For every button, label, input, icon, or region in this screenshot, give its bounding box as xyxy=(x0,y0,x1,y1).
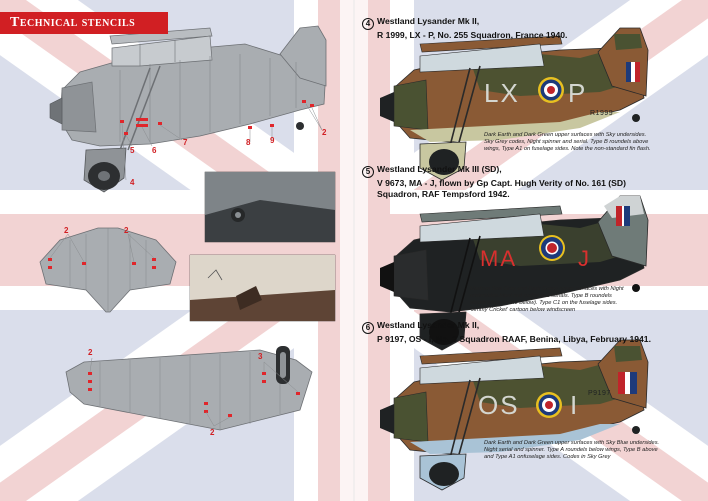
profile-number-badge: 4 xyxy=(362,18,374,30)
profile-title-line: V 9673, MA - J, flown by Gp Capt. Hugh V… xyxy=(377,178,626,188)
profile-6-note: Dark Earth and Dark Green upper surfaces… xyxy=(484,440,659,461)
profile-4-code-left: LX xyxy=(484,78,520,108)
stencil-number-label: 9 xyxy=(270,136,275,145)
stencil-number-label: 2 xyxy=(88,348,93,357)
profile-6-code-left: OS xyxy=(478,390,520,420)
note-line: undersides.Ident red codes and serials. … xyxy=(470,292,612,299)
profile-title-line: Westland Lysander Mk II, xyxy=(377,16,480,26)
profile-4-code-right: P xyxy=(568,78,588,108)
profile-5-note: Medium Sea Grey and Dark Green upper sur… xyxy=(470,286,624,314)
profile-4-note: Dark Earth and Dark Green upper surfaces… xyxy=(484,132,651,153)
note-line: above wings (none below). Type C1 on the… xyxy=(470,299,618,306)
profile-6-serial: P9197 xyxy=(588,390,611,397)
stencil-number-label: 2 xyxy=(64,226,69,235)
note-line: and Type A1 onfuselage sides. Codes in S… xyxy=(484,453,611,460)
profile-title-line: Squadron, RAF Tempsford 1942. xyxy=(377,188,510,199)
profile-title-line: Westland Lysander Mk II, xyxy=(377,320,480,330)
note-line: Medium Sea Grey and Dark Green upper sur… xyxy=(470,286,624,292)
profile-number-badge: 5 xyxy=(362,166,374,178)
profile-5-aircraft xyxy=(380,195,649,351)
profile-5-code-right: J xyxy=(578,246,591,271)
note-line: 'Jimmy Cricket' cartoon below windscreen xyxy=(470,306,576,313)
detail-photo-1 xyxy=(204,171,336,243)
stencil-number-label: 6 xyxy=(152,146,157,155)
stencil-number-label: 8 xyxy=(246,138,251,147)
profile-title-line: Westland Lysander Mk III (SD), xyxy=(377,164,502,174)
note-line: Night serial and spinner. Type A roundel… xyxy=(484,446,658,453)
detail-photo-2 xyxy=(189,254,336,322)
profile-title-line: P 9197, OS - I, No. 3 Squadron RAAF, Ben… xyxy=(377,334,651,344)
stencil-number-label: 2 xyxy=(322,128,327,137)
profile-6-code-right: I xyxy=(570,390,580,420)
profile-4-serial: R1999 xyxy=(590,110,614,117)
profile-title-line: R 1999, LX - P, No. 255 Squadron, France… xyxy=(377,30,568,40)
stencil-number-label: 2 xyxy=(210,428,215,437)
profile-4-aircraft xyxy=(380,27,649,181)
stencil-number-label: 2 xyxy=(124,226,129,235)
stencil-number-label: 5 xyxy=(130,146,135,155)
stencil-number-label: 3 xyxy=(258,352,263,361)
wing-underside-view xyxy=(65,346,313,431)
stencil-number-label: 7 xyxy=(183,138,188,147)
section-title: Technical stencils xyxy=(0,12,168,34)
stencil-side-view xyxy=(49,25,327,193)
stencil-number-label: 4 xyxy=(130,178,135,187)
tailplane-top-view xyxy=(39,227,177,313)
note-line: Sky Grey codes, Night spinner and serial… xyxy=(484,138,649,145)
note-line: wings, Type A1 on fuselage sides. Note t… xyxy=(484,145,651,152)
profile-6-aircraft xyxy=(380,339,649,491)
profile-5-code-left: MA xyxy=(480,246,517,271)
note-line: Dark Earth and Dark Green upper surfaces… xyxy=(484,440,660,446)
profile-number-badge: 6 xyxy=(362,322,374,334)
note-line: Dark Earth and Dark Green upper surfaces… xyxy=(484,132,647,138)
